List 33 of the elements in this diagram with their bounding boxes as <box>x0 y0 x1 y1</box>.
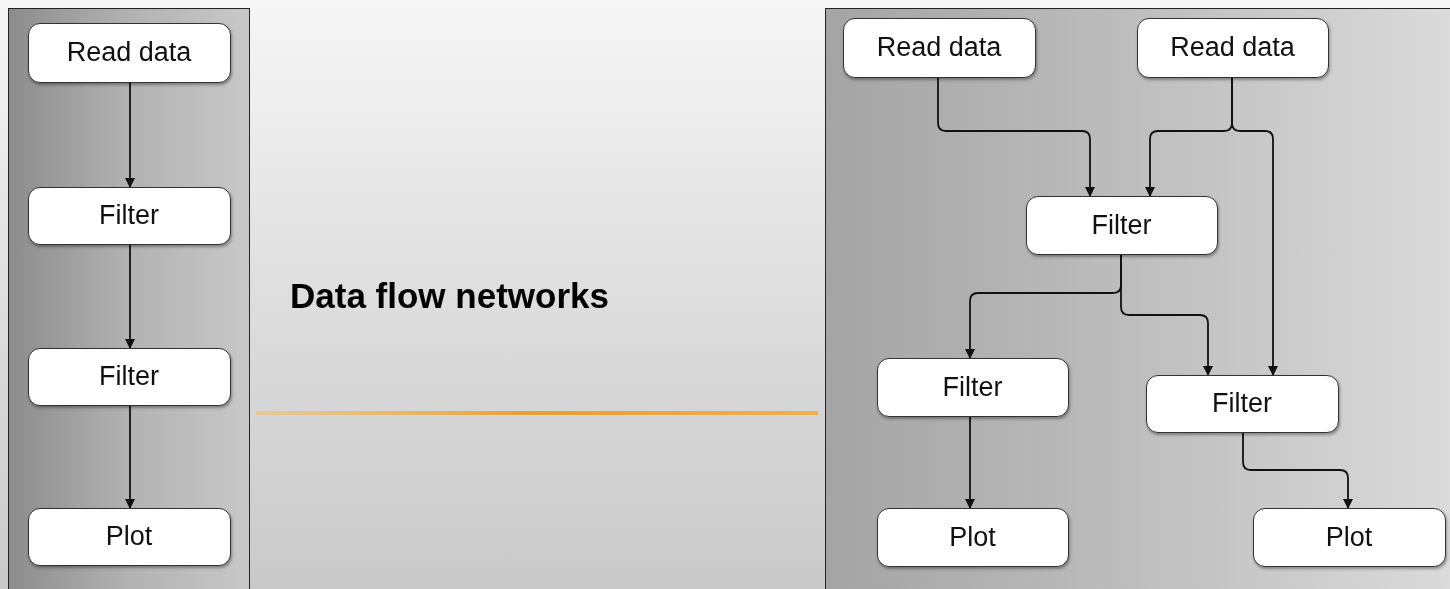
process-box <box>842 17 1036 78</box>
box-label: Filter <box>1091 209 1152 241</box>
arrow <box>1231 77 1278 376</box>
box-label: Plot <box>1325 521 1373 553</box>
arrow <box>125 244 135 349</box>
box-label: Read data <box>876 32 1002 63</box>
arrow <box>125 405 135 509</box>
process-box <box>876 357 1069 417</box>
process-box <box>27 22 231 83</box>
process-box <box>27 507 231 566</box>
title: Data flow networks <box>290 276 609 316</box>
arrow <box>965 416 975 509</box>
box-label: Read data <box>1170 32 1295 63</box>
process-box <box>876 507 1069 567</box>
process-box <box>1252 507 1446 567</box>
box-label: Filter <box>1212 388 1272 419</box>
process-box <box>27 186 231 245</box>
panel-background <box>8 8 250 589</box>
box-label: Read data <box>66 37 192 68</box>
process-box <box>1025 195 1218 255</box>
arrow <box>1120 254 1213 376</box>
arrow <box>937 77 1095 197</box>
box-label: Filter <box>99 361 159 392</box>
process-box <box>1136 17 1329 78</box>
process-box <box>1145 374 1339 433</box>
process-box <box>27 347 231 406</box>
box-label: Plot <box>949 521 996 553</box>
arrow <box>1242 432 1353 509</box>
box-label: Filter <box>99 200 159 231</box>
box-label: Filter <box>942 371 1003 403</box>
panel-background <box>825 8 1450 589</box>
box-label: Plot <box>105 521 153 552</box>
arrow <box>125 82 135 188</box>
